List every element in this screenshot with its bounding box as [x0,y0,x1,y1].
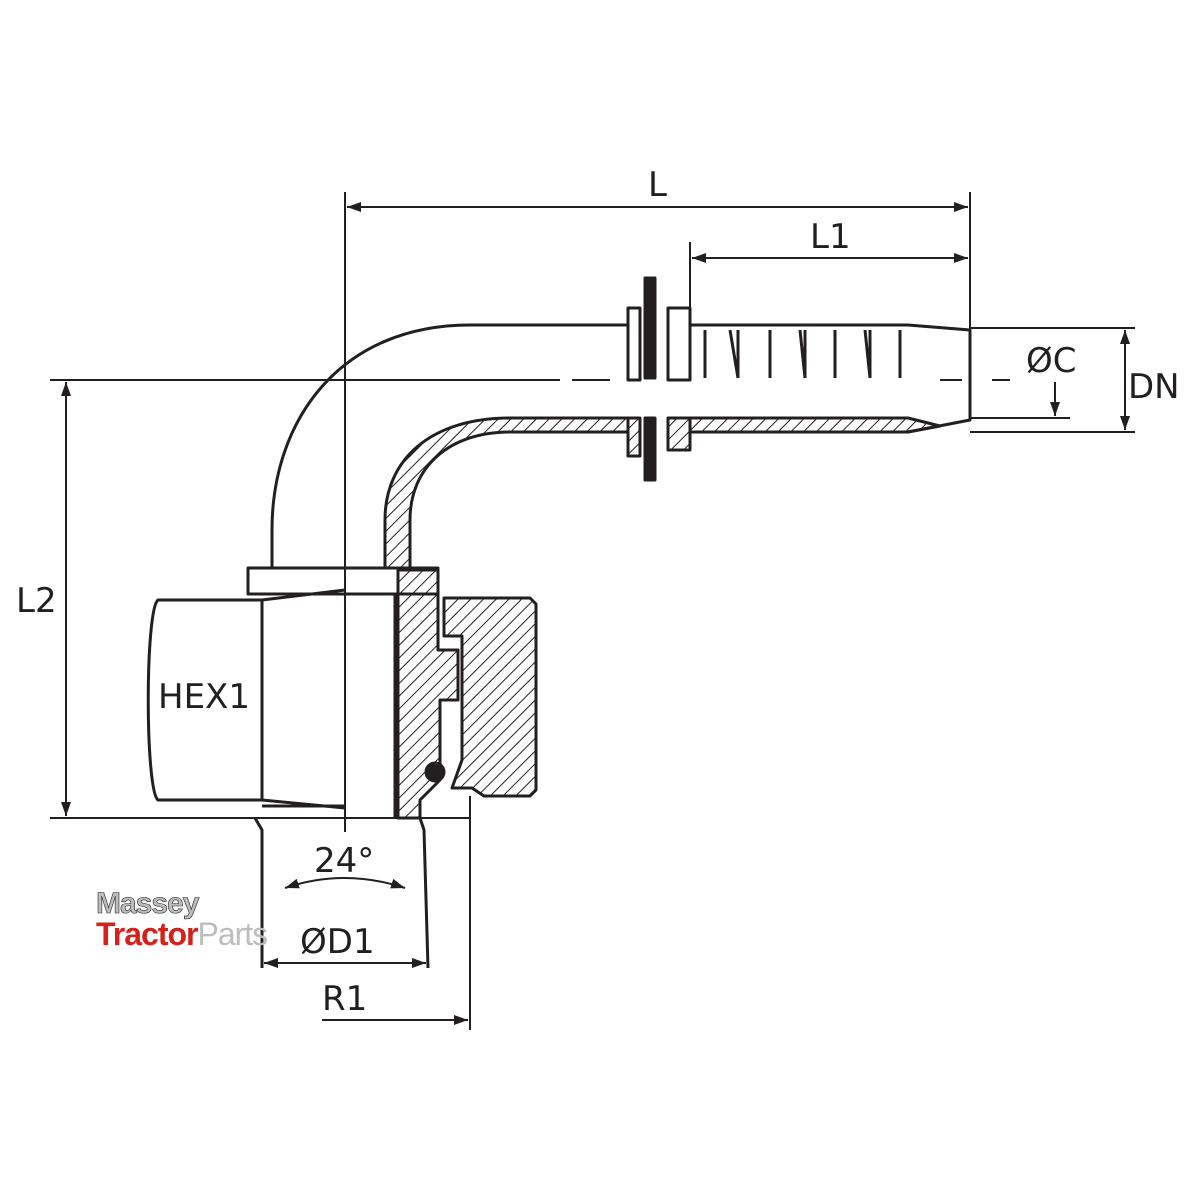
watermark-logo: Massey TractorParts [96,887,268,952]
collar-plate-lower [643,416,657,482]
elbow-outer-contour [270,323,628,568]
label-L1: L1 [810,217,851,257]
o-ring [424,761,446,783]
collar-left-lower [626,416,642,458]
label-R1: R1 [322,979,367,1019]
svg-text:TractorParts: TractorParts [96,916,267,952]
collar-plate [643,276,657,380]
swivel-nut-section [442,596,538,798]
watermark-suffix: Parts [197,916,267,952]
label-L2: L2 [16,581,57,621]
tube-wall-section [383,416,630,570]
nut-body-outline [262,592,397,818]
collar-right-lower [666,416,692,452]
tail-barbs-upper [703,329,902,379]
label-C: ØC [1026,341,1077,381]
label-DN: DN [1128,367,1180,407]
label-24: 24° [314,841,374,881]
hex-nut-body [146,598,264,802]
dim-24 [284,877,406,889]
collar-right-upper [666,306,692,382]
label-HEX1: HEX1 [158,677,250,717]
label-D1: ØD1 [300,922,375,962]
watermark-brand: Tractor [96,916,198,952]
tail-barbs-lower [688,416,942,434]
watermark-line1: Massey [96,887,200,920]
cone-seat [253,817,430,969]
label-L: L [648,165,667,205]
collar-left-upper [626,306,642,382]
